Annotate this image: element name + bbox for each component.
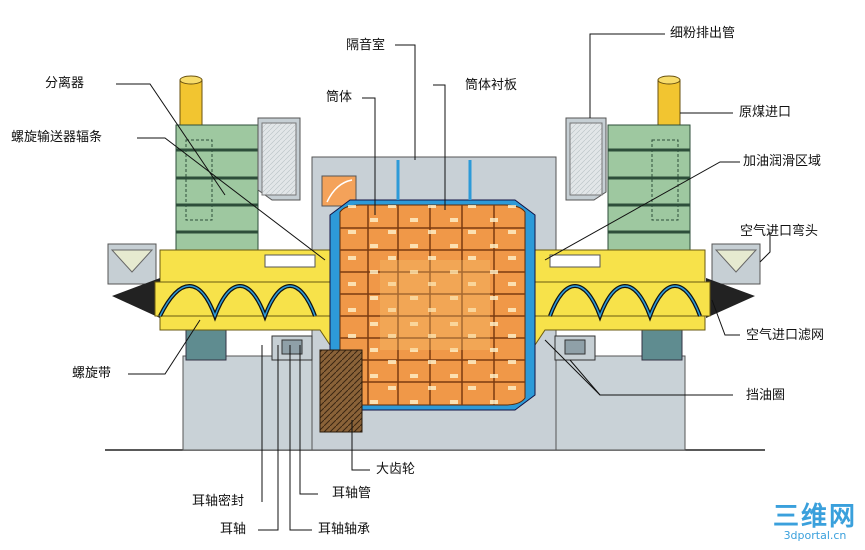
label-screw-conveyor-spoke: 螺旋输送器辐条 bbox=[11, 130, 103, 145]
leader-lines bbox=[116, 33, 771, 531]
label-raw-coal-inlet: 原煤进口 bbox=[739, 105, 792, 120]
label-trunnion-seal: 耳轴密封 bbox=[192, 494, 245, 509]
label-sound-insulation-room: 隔音室 bbox=[346, 38, 386, 53]
inlet-cones bbox=[112, 278, 755, 318]
label-shell: 筒体 bbox=[326, 90, 353, 105]
label-separator: 分离器 bbox=[45, 76, 85, 91]
label-fine-powder-outlet: 细粉排出管 bbox=[670, 26, 736, 41]
label-trunnion-tube: 耳轴管 bbox=[332, 486, 372, 501]
right-separator bbox=[565, 75, 691, 256]
large-gear bbox=[319, 349, 363, 433]
label-spiral-band: 螺旋带 bbox=[72, 366, 112, 381]
label-oil-retaining-ring: 挡油圈 bbox=[746, 388, 786, 403]
bearings bbox=[271, 335, 596, 361]
label-large-gear: 大齿轮 bbox=[376, 462, 416, 477]
lube-pipes bbox=[396, 160, 472, 200]
screw-tubes bbox=[154, 281, 711, 322]
watermark-url: 3dportal.cn bbox=[783, 529, 847, 542]
air-elbows bbox=[107, 243, 761, 285]
label-shell-liner: 筒体衬板 bbox=[465, 78, 518, 93]
mill-shell bbox=[329, 199, 536, 411]
label-air-inlet-elbow: 空气进口弯头 bbox=[740, 224, 819, 239]
label-oil-lubrication-area: 加油润滑区域 bbox=[743, 154, 822, 169]
watermark-logo: 三维网 bbox=[772, 502, 857, 532]
left-separator bbox=[175, 75, 301, 256]
label-trunnion: 耳轴 bbox=[220, 522, 247, 537]
watermark: 三维网 3dportal.cn bbox=[773, 504, 857, 542]
label-trunnion-bearing: 耳轴轴承 bbox=[318, 522, 371, 537]
label-air-inlet-filter: 空气进口滤网 bbox=[746, 328, 825, 343]
